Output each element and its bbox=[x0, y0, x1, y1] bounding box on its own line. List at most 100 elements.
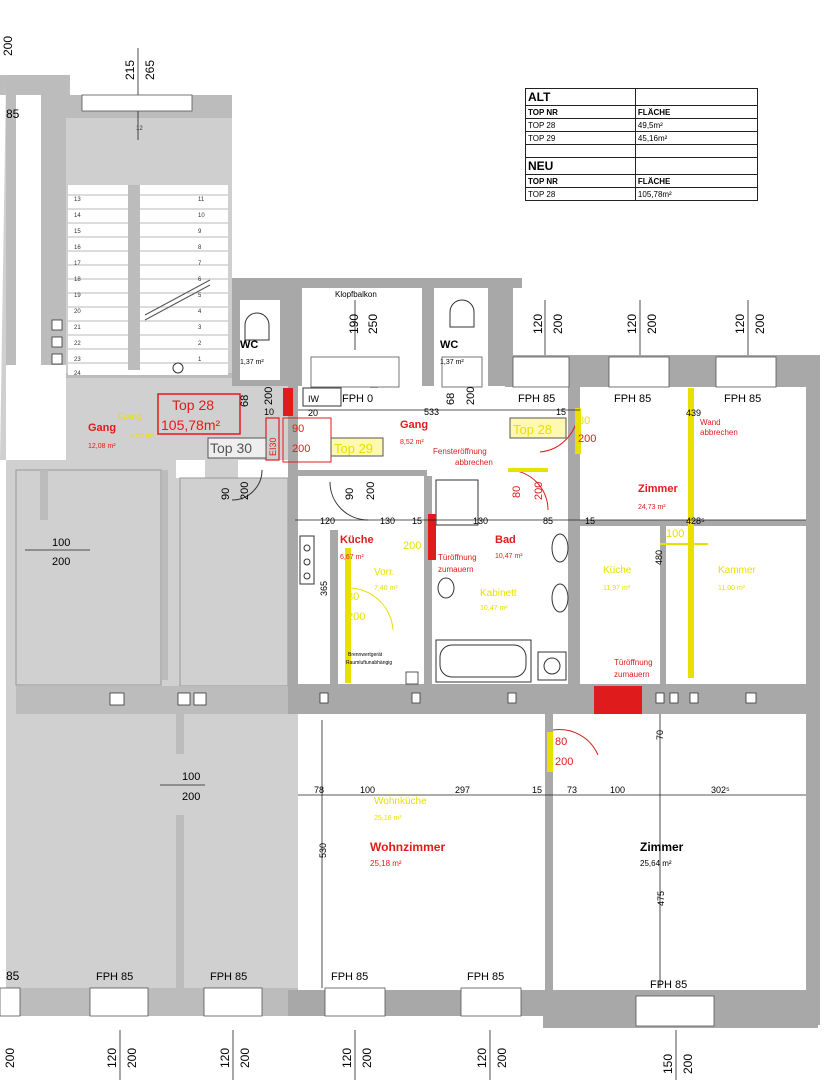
svg-text:10,47 m²: 10,47 m² bbox=[480, 605, 508, 612]
svg-text:11,97 m²: 11,97 m² bbox=[603, 585, 631, 592]
window-label: FPH 85 bbox=[650, 979, 687, 991]
svg-text:68: 68 bbox=[445, 393, 457, 405]
ei30-label: EI30 bbox=[268, 437, 278, 456]
svg-text:15: 15 bbox=[556, 407, 566, 417]
svg-text:Kabinett: Kabinett bbox=[480, 588, 517, 599]
top-dimensions: 215 265 190 250 120 200 120 200 120 200 bbox=[123, 60, 767, 334]
svg-text:100: 100 bbox=[182, 771, 200, 783]
svg-text:Gang: Gang bbox=[400, 419, 428, 431]
top29-label: Top 29 bbox=[334, 441, 373, 456]
svg-text:zumauern: zumauern bbox=[438, 565, 474, 574]
svg-text:1: 1 bbox=[198, 357, 202, 363]
svg-text:12,08 m²: 12,08 m² bbox=[88, 443, 116, 450]
dim-top-8: 200 bbox=[645, 314, 659, 334]
wc1-label: WC bbox=[240, 339, 258, 351]
svg-text:8: 8 bbox=[198, 245, 202, 251]
svg-text:Kammer: Kammer bbox=[718, 565, 756, 576]
dim-bot-1: 200 bbox=[3, 1048, 17, 1068]
svg-text:11,00 m²: 11,00 m² bbox=[718, 585, 746, 592]
svg-text:90: 90 bbox=[344, 488, 356, 500]
svg-text:10,47 m²: 10,47 m² bbox=[495, 553, 523, 560]
svg-text:5: 5 bbox=[198, 293, 202, 299]
svg-text:zumauern: zumauern bbox=[614, 670, 650, 679]
svg-text:22: 22 bbox=[74, 341, 81, 347]
bottom-dimensions: 200 120 200 120 200 120 200 120 200 150 … bbox=[1, 36, 695, 1074]
svg-text:8,52 m²: 8,52 m² bbox=[400, 439, 424, 446]
svg-text:Gang: Gang bbox=[88, 422, 116, 434]
window-label: FPH 85 bbox=[518, 393, 555, 405]
svg-text:20: 20 bbox=[308, 408, 318, 418]
svg-text:10: 10 bbox=[198, 213, 205, 219]
svg-text:78: 78 bbox=[314, 785, 324, 795]
dim-top-4: 250 bbox=[366, 314, 380, 334]
svg-text:24,73 m²: 24,73 m² bbox=[638, 504, 666, 511]
svg-text:80: 80 bbox=[578, 415, 590, 427]
svg-text:200: 200 bbox=[347, 611, 365, 623]
svg-text:23: 23 bbox=[74, 357, 81, 363]
top28-area: 105,78m² bbox=[161, 417, 220, 433]
iw-label: IW bbox=[308, 394, 320, 404]
dim-top-1: 215 bbox=[123, 60, 137, 80]
svg-text:11: 11 bbox=[198, 197, 205, 203]
svg-text:3,03 m²: 3,03 m² bbox=[130, 433, 154, 440]
svg-text:12: 12 bbox=[136, 126, 143, 132]
shaft-symbols bbox=[51, 319, 757, 706]
svg-text:15: 15 bbox=[532, 785, 542, 795]
svg-text:15: 15 bbox=[412, 516, 422, 526]
common-area bbox=[0, 75, 298, 1016]
svg-text:533: 533 bbox=[424, 407, 439, 417]
dim-top-2: 265 bbox=[143, 60, 157, 80]
dim-top-10: 200 bbox=[753, 314, 767, 334]
svg-text:90: 90 bbox=[220, 488, 232, 500]
svg-text:530: 530 bbox=[318, 843, 328, 858]
svg-text:428⁵: 428⁵ bbox=[686, 516, 705, 526]
svg-text:100: 100 bbox=[52, 537, 70, 549]
svg-text:200: 200 bbox=[182, 791, 200, 803]
svg-text:200: 200 bbox=[292, 443, 310, 455]
dim-bot-10: 150 bbox=[661, 1054, 675, 1074]
dim-bot-2: 120 bbox=[105, 1048, 119, 1068]
svg-text:abbrechen: abbrechen bbox=[455, 458, 493, 467]
window-label: FPH 85 bbox=[614, 393, 651, 405]
balcony-label: Klopfbalkon bbox=[335, 290, 377, 299]
top28-label: Top 28 bbox=[172, 397, 214, 413]
svg-text:4: 4 bbox=[198, 309, 202, 315]
svg-text:17: 17 bbox=[74, 261, 81, 267]
table-alt-title: ALT bbox=[525, 88, 636, 106]
svg-text:200: 200 bbox=[555, 756, 573, 768]
svg-text:73: 73 bbox=[567, 785, 577, 795]
svg-text:25,18 m²: 25,18 m² bbox=[370, 859, 402, 868]
window-label: FPH 85 bbox=[331, 971, 368, 983]
svg-text:130: 130 bbox=[380, 516, 395, 526]
svg-text:480: 480 bbox=[654, 550, 664, 565]
svg-text:Zimmer: Zimmer bbox=[638, 483, 678, 495]
svg-text:439: 439 bbox=[686, 408, 701, 418]
fixtures bbox=[172, 299, 599, 756]
svg-text:Küche: Küche bbox=[603, 565, 632, 576]
plan-labels: Klopfbalkon WC 1,37 m² WC 1,37 m² FPH 0 … bbox=[52, 290, 761, 991]
dim-bot-6: 120 bbox=[340, 1048, 354, 1068]
svg-text:3: 3 bbox=[198, 325, 202, 331]
svg-text:Küche: Küche bbox=[340, 534, 374, 546]
svg-text:6,67 m²: 6,67 m² bbox=[340, 554, 364, 561]
svg-text:16: 16 bbox=[74, 245, 81, 251]
svg-text:Wand: Wand bbox=[700, 418, 721, 427]
svg-text:19: 19 bbox=[74, 293, 81, 299]
svg-text:297: 297 bbox=[455, 785, 470, 795]
svg-text:130: 130 bbox=[473, 516, 488, 526]
dim-bot-4: 120 bbox=[218, 1048, 232, 1068]
markup bbox=[157, 387, 708, 772]
svg-text:68: 68 bbox=[239, 395, 251, 407]
svg-text:200: 200 bbox=[465, 387, 477, 405]
window-label: FPH 85 bbox=[724, 393, 761, 405]
dim-bot-11: 200 bbox=[681, 1054, 695, 1074]
dim-top-3: 190 bbox=[347, 314, 361, 334]
window-label: FPH 85 bbox=[467, 971, 504, 983]
table-neu-title: NEU bbox=[525, 157, 636, 175]
svg-text:9: 9 bbox=[198, 229, 202, 235]
top28b-label: Top 28 bbox=[513, 422, 552, 437]
